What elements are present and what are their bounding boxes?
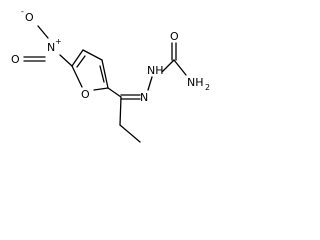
atom-n-plus: N [47,41,55,54]
atom-o-carbonyl: O [170,30,179,43]
bond-ring-c4-c5-inner [76,55,86,68]
bond-ring-c3-c3-inner [99,65,105,83]
charge-minus: - [21,7,24,16]
bond-ch2-ch3 [119,124,141,143]
bond-ring-o-c2 [93,87,109,91]
atom-nh2-subscript: 2 [205,83,210,92]
bond-ring-c4-c5 [71,49,84,67]
bond-ring-c3-c4 [82,49,103,61]
atom-o-furan: O [81,88,90,101]
bond-ring-c5-o [71,65,83,88]
atom-o-nitro: O [11,53,20,66]
atom-o-minus: O [25,11,34,24]
bond-ring-to-imine-carbon [107,87,122,98]
bond-nh-carbonyl-carbon [161,59,175,73]
bond-n-o-minus [37,25,49,39]
bond-n-nh [147,76,153,91]
bond-imine-carbon-ch2 [119,96,122,126]
charge-plus: + [55,37,62,46]
bond-n-ring [59,54,73,67]
bond-carbonyl-carbon-nh2 [173,59,187,76]
atom-nh: NH [147,64,164,77]
bond-ring-c2-c3 [101,59,109,89]
atom-n-hydrazone: N [140,91,148,104]
structure-canvas: O - N + O O N NH O NH 2 [0,0,217,161]
molecule-diagram: O - N + O O N NH O NH 2 [11,7,210,143]
atom-nh2: NH [187,76,204,89]
